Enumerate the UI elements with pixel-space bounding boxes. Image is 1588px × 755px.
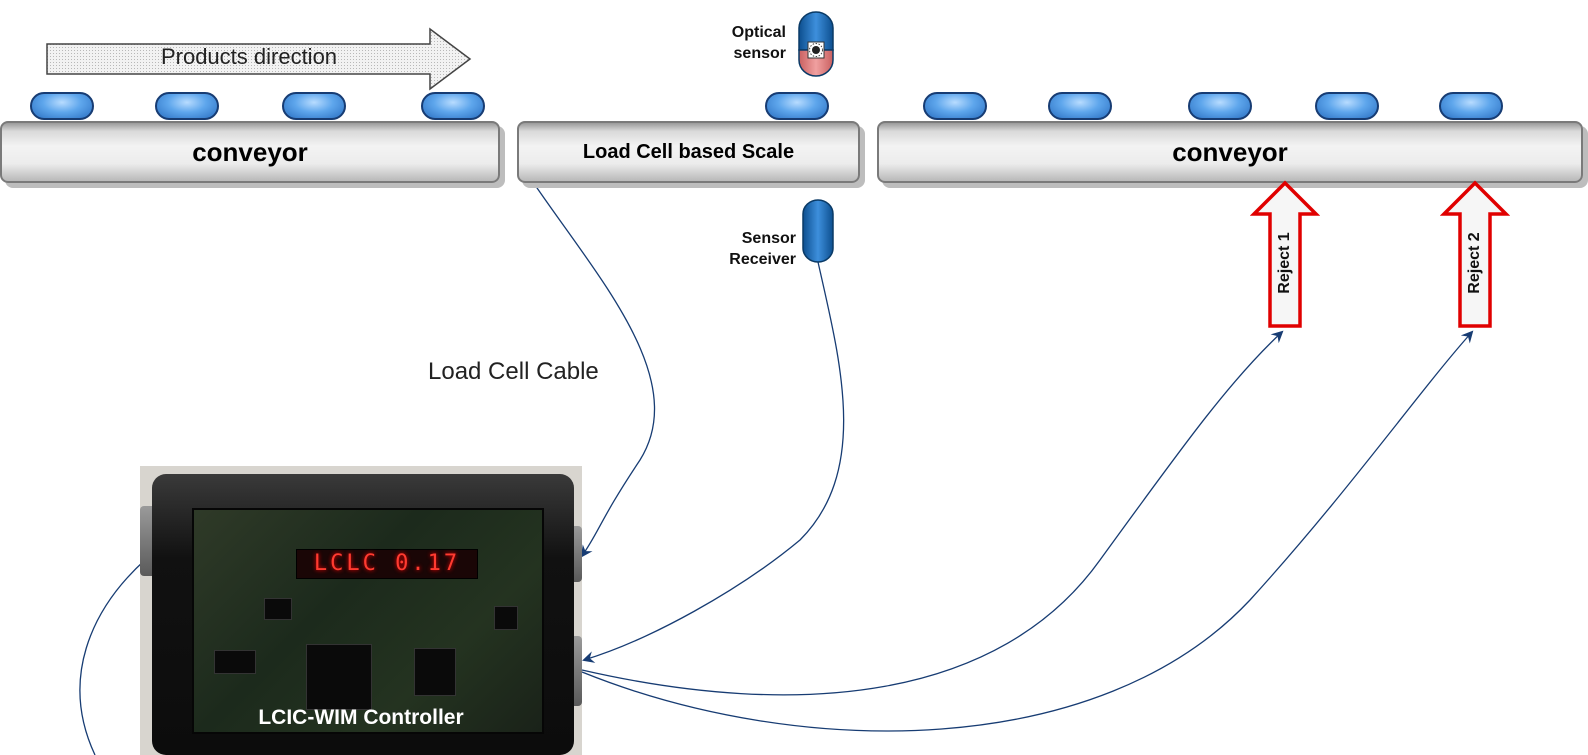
- load-cell-cable-wire: [534, 184, 656, 558]
- controller-main-chip: [306, 644, 372, 710]
- controller-chip: [264, 598, 292, 620]
- product-item: [282, 92, 346, 120]
- load-cell-cable-label: Load Cell Cable: [428, 358, 599, 385]
- load-cell-scale-label: Load Cell based Scale: [582, 140, 795, 163]
- product-item: [1439, 92, 1503, 120]
- controller-chip: [494, 606, 518, 630]
- controller-enclosure: LCLC 0.17: [152, 474, 574, 755]
- products-direction-label: Products direction: [160, 44, 338, 69]
- product-item: [923, 92, 987, 120]
- right-conveyor: conveyor: [877, 121, 1583, 183]
- sensor-receiver-label-line2: Receiver: [729, 251, 796, 268]
- product-item: [1048, 92, 1112, 120]
- product-item: [155, 92, 219, 120]
- optical-sensor-label: Optical sensor: [690, 22, 786, 64]
- product-item: [1188, 92, 1252, 120]
- optical-sensor-label-line1: Optical: [731, 24, 786, 41]
- reject1-label: Reject 1: [1276, 232, 1293, 294]
- controller-output-wire: [79, 559, 146, 755]
- controller-photo: LCLC 0.17 LCIC-WIM Controller: [140, 466, 582, 755]
- controller-led-display: LCLC 0.17: [296, 549, 478, 579]
- product-item: [30, 92, 94, 120]
- optical-sensor-icon: [798, 11, 834, 77]
- left-conveyor-label: conveyor: [192, 136, 308, 167]
- right-conveyor-label: conveyor: [1172, 136, 1288, 167]
- sensor-receiver-wire: [582, 261, 845, 663]
- controller-chip: [414, 648, 456, 696]
- sensor-receiver-label-line1: Sensor: [741, 230, 796, 247]
- product-item: [1315, 92, 1379, 120]
- product-item: [421, 92, 485, 120]
- products-direction-arrow: [46, 27, 472, 91]
- product-item: [765, 92, 829, 120]
- load-cell-scale: Load Cell based Scale: [517, 121, 860, 183]
- reject1-wire: [581, 330, 1284, 696]
- sensor-receiver-icon: [802, 199, 834, 263]
- reject1-arrow-icon: [1250, 180, 1320, 328]
- reject2-label: Reject 2: [1466, 232, 1483, 294]
- controller-chip: [214, 650, 256, 674]
- controller-circuit-board: [192, 508, 544, 734]
- left-conveyor: conveyor: [0, 121, 500, 183]
- reject2-wire: [581, 330, 1474, 732]
- sensor-receiver-label: Sensor Receiver: [696, 228, 796, 270]
- controller-label: LCIC-WIM Controller: [258, 706, 464, 729]
- reject2-arrow-icon: [1440, 180, 1510, 328]
- optical-sensor-label-line2: sensor: [733, 45, 786, 62]
